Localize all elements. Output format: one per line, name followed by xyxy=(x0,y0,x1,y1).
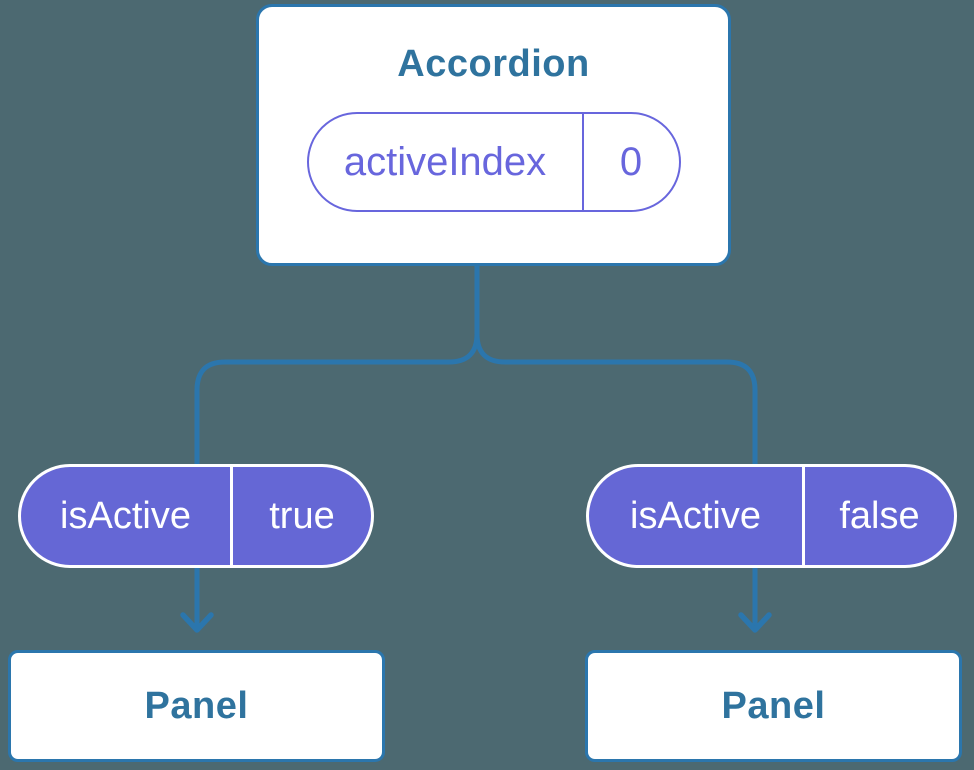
pill-divider xyxy=(581,114,584,210)
state-value: 0 xyxy=(619,139,643,184)
connector-root-to-left-panel xyxy=(194,265,480,627)
panel-node-right: Panel xyxy=(585,650,962,762)
panel-title: Panel xyxy=(721,684,826,727)
panel-node-left: Panel xyxy=(8,650,385,762)
prop-value: false xyxy=(839,494,920,537)
connector-root-to-right-panel xyxy=(474,265,758,627)
arrowhead-down-icon xyxy=(180,612,214,633)
prop-pill-isactive-true: isActive true xyxy=(18,464,374,568)
state-pill: activeIndex 0 xyxy=(306,112,681,212)
state-name-label: activeIndex xyxy=(343,139,547,184)
arrowhead-down-icon xyxy=(738,612,772,633)
accordion-component-node: Accordion activeIndex 0 xyxy=(256,4,731,266)
panel-title: Panel xyxy=(144,684,249,727)
prop-name-label: isActive xyxy=(60,494,191,537)
prop-pill-isactive-false: isActive false xyxy=(586,464,957,568)
prop-value: true xyxy=(269,494,335,537)
pill-divider xyxy=(230,467,233,565)
component-title: Accordion xyxy=(397,43,590,85)
pill-divider xyxy=(802,467,805,565)
prop-name-label: isActive xyxy=(630,494,761,537)
